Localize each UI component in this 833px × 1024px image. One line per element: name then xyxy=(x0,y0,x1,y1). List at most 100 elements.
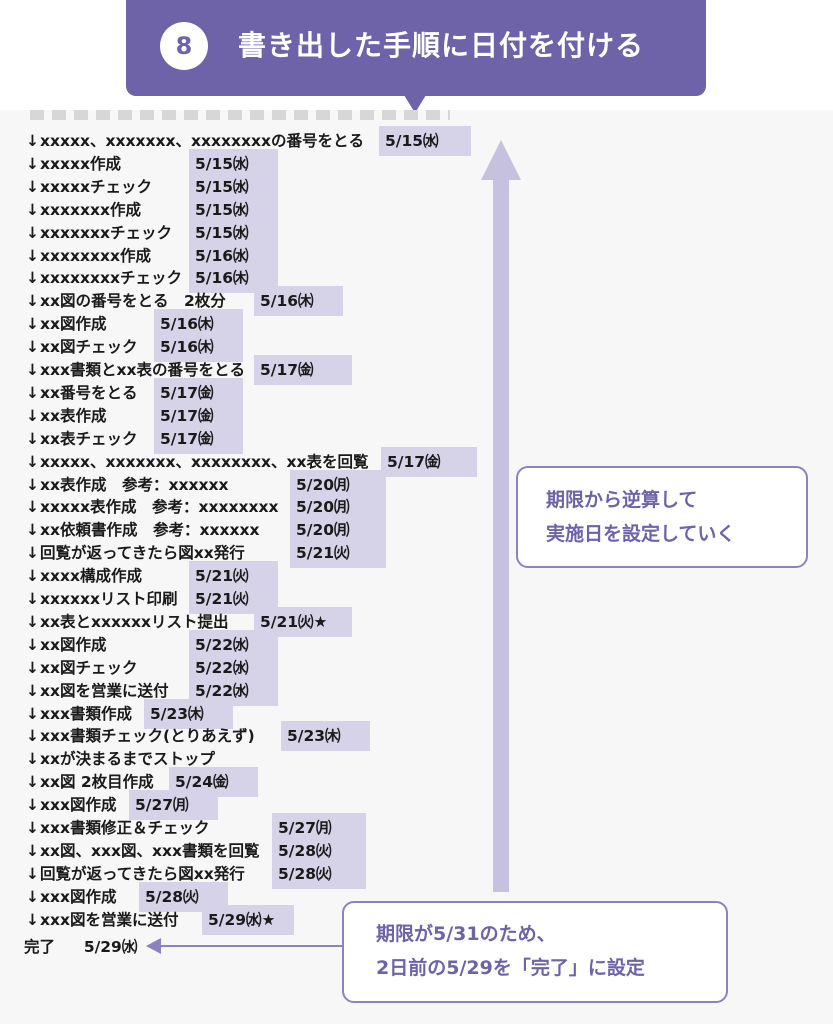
task-date: 5/16㈭ xyxy=(154,332,243,363)
task-date: 5/21㈫ xyxy=(189,584,278,614)
task-text: xxxxxxx作成 xyxy=(40,200,141,219)
task-text: xxxxxxxxチェック xyxy=(40,269,182,288)
callout-line: 実施日を設定していく xyxy=(546,523,736,545)
task-text: xx表作成 参考：xxxxxx xyxy=(40,475,229,494)
task-text: xx図チェック xyxy=(40,338,138,357)
down-arrow-icon: ↓ xyxy=(26,154,39,173)
backward-arrow-shaft xyxy=(493,178,509,892)
down-arrow-icon: ↓ xyxy=(26,910,39,929)
down-arrow-icon: ↓ xyxy=(26,750,39,769)
task-row: ↓xx表とxxxxxxリスト提出 xyxy=(26,611,228,633)
down-arrow-icon: ↓ xyxy=(26,429,39,448)
task-row: ↓xx表作成 参考：xxxxxx xyxy=(26,474,228,496)
down-arrow-icon: ↓ xyxy=(26,361,39,379)
task-row: ↓xx図チェック xyxy=(26,657,138,679)
task-date: 5/15㈬ xyxy=(379,126,471,156)
down-arrow-icon: ↓ xyxy=(26,452,39,471)
task-row: ↓xx図、xxx図、xxx書類を回覧 xyxy=(26,840,259,862)
down-arrow-icon: ↓ xyxy=(26,864,39,883)
task-text: xx表作成 xyxy=(40,406,107,425)
task-text: xxx図を営業に送付 xyxy=(40,910,179,929)
task-text: xx表とxxxxxxリスト提出 xyxy=(40,612,229,631)
down-arrow-icon: ↓ xyxy=(26,498,39,517)
task-row: ↓xxが決まるまでストップ xyxy=(26,748,215,770)
callout-backward-planning: 期限から逆算して 実施日を設定していく xyxy=(516,466,808,568)
task-text: xxxxx表作成 参考：xxxxxxxx xyxy=(40,498,279,517)
down-arrow-icon: ↓ xyxy=(26,223,39,242)
task-date: 5/16㈭ xyxy=(254,286,343,317)
task-text: xx図を営業に送付 xyxy=(40,681,169,700)
task-row: ↓xxx図作成 xyxy=(26,794,117,816)
task-text: xxxxxxリスト印刷 xyxy=(40,590,178,608)
task-text: xxxx構成作成 xyxy=(40,567,142,586)
step-header xyxy=(126,0,706,96)
task-date: 5/28㈫ xyxy=(139,881,228,912)
task-text: xxxxx作成 xyxy=(40,154,121,173)
task-text: xx図の番号をとる 2枚分 xyxy=(40,292,226,311)
down-arrow-icon: ↓ xyxy=(26,635,39,654)
task-text: xx図作成 xyxy=(40,635,107,654)
down-arrow-icon: ↓ xyxy=(26,796,39,815)
task-text: xxxxx、xxxxxxx、xxxxxxxxの番号をとる xyxy=(40,132,364,150)
task-row: ↓xxx書類作成 xyxy=(26,703,132,725)
task-row: ↓xxxxx、xxxxxxx、xxxxxxxx、xx表を回覧 xyxy=(26,451,368,473)
step-title: 書き出した手順に日付を付ける xyxy=(238,29,645,62)
task-date: 5/28㈫ xyxy=(272,858,366,889)
down-arrow-icon: ↓ xyxy=(26,567,39,586)
task-date: 5/27㈪ xyxy=(129,790,218,821)
callout-line: 期限が5/31のため、 xyxy=(376,923,556,945)
task-text: xxx図作成 xyxy=(40,887,117,906)
task-text: xxx書類作成 xyxy=(40,704,132,723)
completion-row: 完了 5/29㈬ xyxy=(24,935,137,959)
task-text: xxx書類修正＆チェック xyxy=(40,819,210,837)
task-row: ↓xxxxxxリスト印刷 xyxy=(26,588,178,610)
down-arrow-icon: ↓ xyxy=(26,475,39,494)
task-row: ↓xx図作成 xyxy=(26,313,107,335)
task-date: 5/23㈭ xyxy=(144,698,233,729)
task-text: xxx書類チェック(とりあえず) xyxy=(40,727,255,746)
task-row: ↓xxxxx表作成 参考：xxxxxxxx xyxy=(26,496,278,518)
down-arrow-icon: ↓ xyxy=(26,590,39,608)
task-row: ↓xxx書類とxx表の番号をとる xyxy=(26,359,245,381)
task-text: xx番号をとる xyxy=(40,383,138,402)
down-arrow-icon: ↓ xyxy=(26,292,39,311)
down-arrow-icon: ↓ xyxy=(26,246,39,265)
task-text: xx依頼書作成 参考：xxxxxx xyxy=(40,521,260,540)
task-text: xxxxx、xxxxxxx、xxxxxxxx、xx表を回覧 xyxy=(40,452,369,471)
down-arrow-icon: ↓ xyxy=(26,406,39,425)
backward-arrow-icon xyxy=(481,140,521,180)
task-row: ↓xx図作成 xyxy=(26,634,107,656)
callout-line: 期限から逆算して xyxy=(546,489,698,511)
task-text: xx図 2枚目作成 xyxy=(40,773,154,792)
down-arrow-icon: ↓ xyxy=(26,338,39,357)
left-arrow-icon xyxy=(146,938,161,954)
task-row: ↓xxx書類チェック(とりあえず) xyxy=(26,725,255,747)
down-arrow-icon: ↓ xyxy=(26,612,39,631)
task-text: xxxxxxxチェック xyxy=(40,223,172,242)
task-row: ↓xxxxx作成 xyxy=(26,153,121,175)
task-row: ↓xxx図を営業に送付 xyxy=(26,909,179,931)
down-arrow-icon: ↓ xyxy=(26,887,39,906)
task-text: 回覧が返ってきたら図xx発行 xyxy=(40,864,245,883)
down-arrow-icon: ↓ xyxy=(26,658,39,677)
task-row: ↓xxxx構成作成 xyxy=(26,565,142,587)
step-number-badge: 8 xyxy=(160,22,208,70)
task-date: 5/23㈭ xyxy=(281,721,370,752)
down-arrow-icon: ↓ xyxy=(26,727,39,746)
task-row: ↓xxxxx、xxxxxxx、xxxxxxxxの番号をとる xyxy=(26,130,364,152)
completion-date: 5/29㈬ xyxy=(83,938,138,956)
task-text: xxx書類とxx表の番号をとる xyxy=(40,361,245,379)
task-text: xxxxxチェック xyxy=(40,177,152,196)
task-row: ↓回覧が返ってきたら図xx発行 xyxy=(26,542,245,564)
task-text: xx表チェック xyxy=(40,429,138,448)
task-row: ↓xx依頼書作成 参考：xxxxxx xyxy=(26,519,259,541)
task-row: ↓xxxxxxxx作成 xyxy=(26,245,151,267)
task-row: ↓xxxxxxxxチェック xyxy=(26,267,182,289)
task-row: ↓xxxxxチェック xyxy=(26,176,152,198)
down-arrow-icon: ↓ xyxy=(26,704,39,723)
task-row: ↓回覧が返ってきたら図xx発行 xyxy=(26,863,245,885)
down-arrow-icon: ↓ xyxy=(26,819,39,837)
task-date: 5/17㈮ xyxy=(154,423,243,454)
task-row: ↓xxxxxxx作成 xyxy=(26,199,141,221)
down-arrow-icon: ↓ xyxy=(26,681,39,700)
